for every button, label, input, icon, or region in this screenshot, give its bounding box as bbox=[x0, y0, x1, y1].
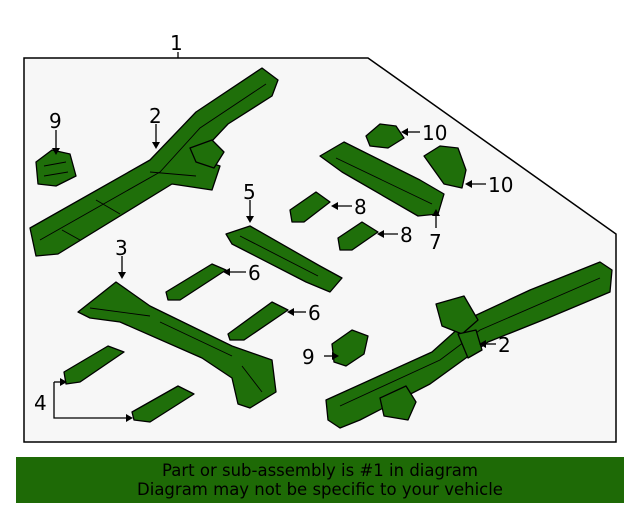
part-7-rail bbox=[319, 141, 445, 217]
part-5-center-rail bbox=[225, 225, 343, 293]
callout-6-lower: 6 bbox=[308, 301, 321, 325]
assembly-frame bbox=[23, 57, 617, 443]
callout-2-bottom: 2 bbox=[498, 333, 511, 357]
part-2-front-rail bbox=[29, 67, 279, 257]
callout-10-upper: 10 bbox=[422, 121, 447, 145]
callout-3: 3 bbox=[115, 236, 128, 260]
part-2-rear-rail bbox=[325, 261, 613, 429]
part-3-crossmember bbox=[77, 281, 277, 409]
callout-7: 7 bbox=[429, 230, 442, 254]
part-4-brackets bbox=[63, 345, 195, 423]
callout-9-right: 9 bbox=[302, 345, 315, 369]
parts-diagram: 1 2 9 3 5 6 6 8 8 10 10 7 9 2 4 bbox=[23, 31, 617, 443]
callout-8-lower: 8 bbox=[400, 223, 413, 247]
disclaimer-banner: Part or sub-assembly is #1 in diagram Di… bbox=[16, 457, 624, 503]
part-9-bracket-right bbox=[331, 329, 369, 367]
callout-9-left: 9 bbox=[49, 109, 62, 133]
part-9-bracket-left bbox=[35, 149, 77, 187]
leader-lines bbox=[52, 124, 496, 422]
part-8-brackets bbox=[289, 191, 379, 251]
callout-4: 4 bbox=[34, 391, 47, 415]
callout-2-top: 2 bbox=[149, 104, 162, 128]
disclaimer-line-2: Diagram may not be specific to your vehi… bbox=[137, 480, 503, 499]
callout-5: 5 bbox=[243, 180, 256, 204]
part-10-brackets bbox=[365, 123, 467, 189]
callout-8-upper: 8 bbox=[354, 195, 367, 219]
disclaimer-line-1: Part or sub-assembly is #1 in diagram bbox=[162, 461, 478, 480]
callout-10-lower: 10 bbox=[488, 173, 513, 197]
callout-6-upper: 6 bbox=[248, 261, 261, 285]
part-6-strips bbox=[165, 263, 289, 341]
callout-1: 1 bbox=[170, 31, 183, 55]
